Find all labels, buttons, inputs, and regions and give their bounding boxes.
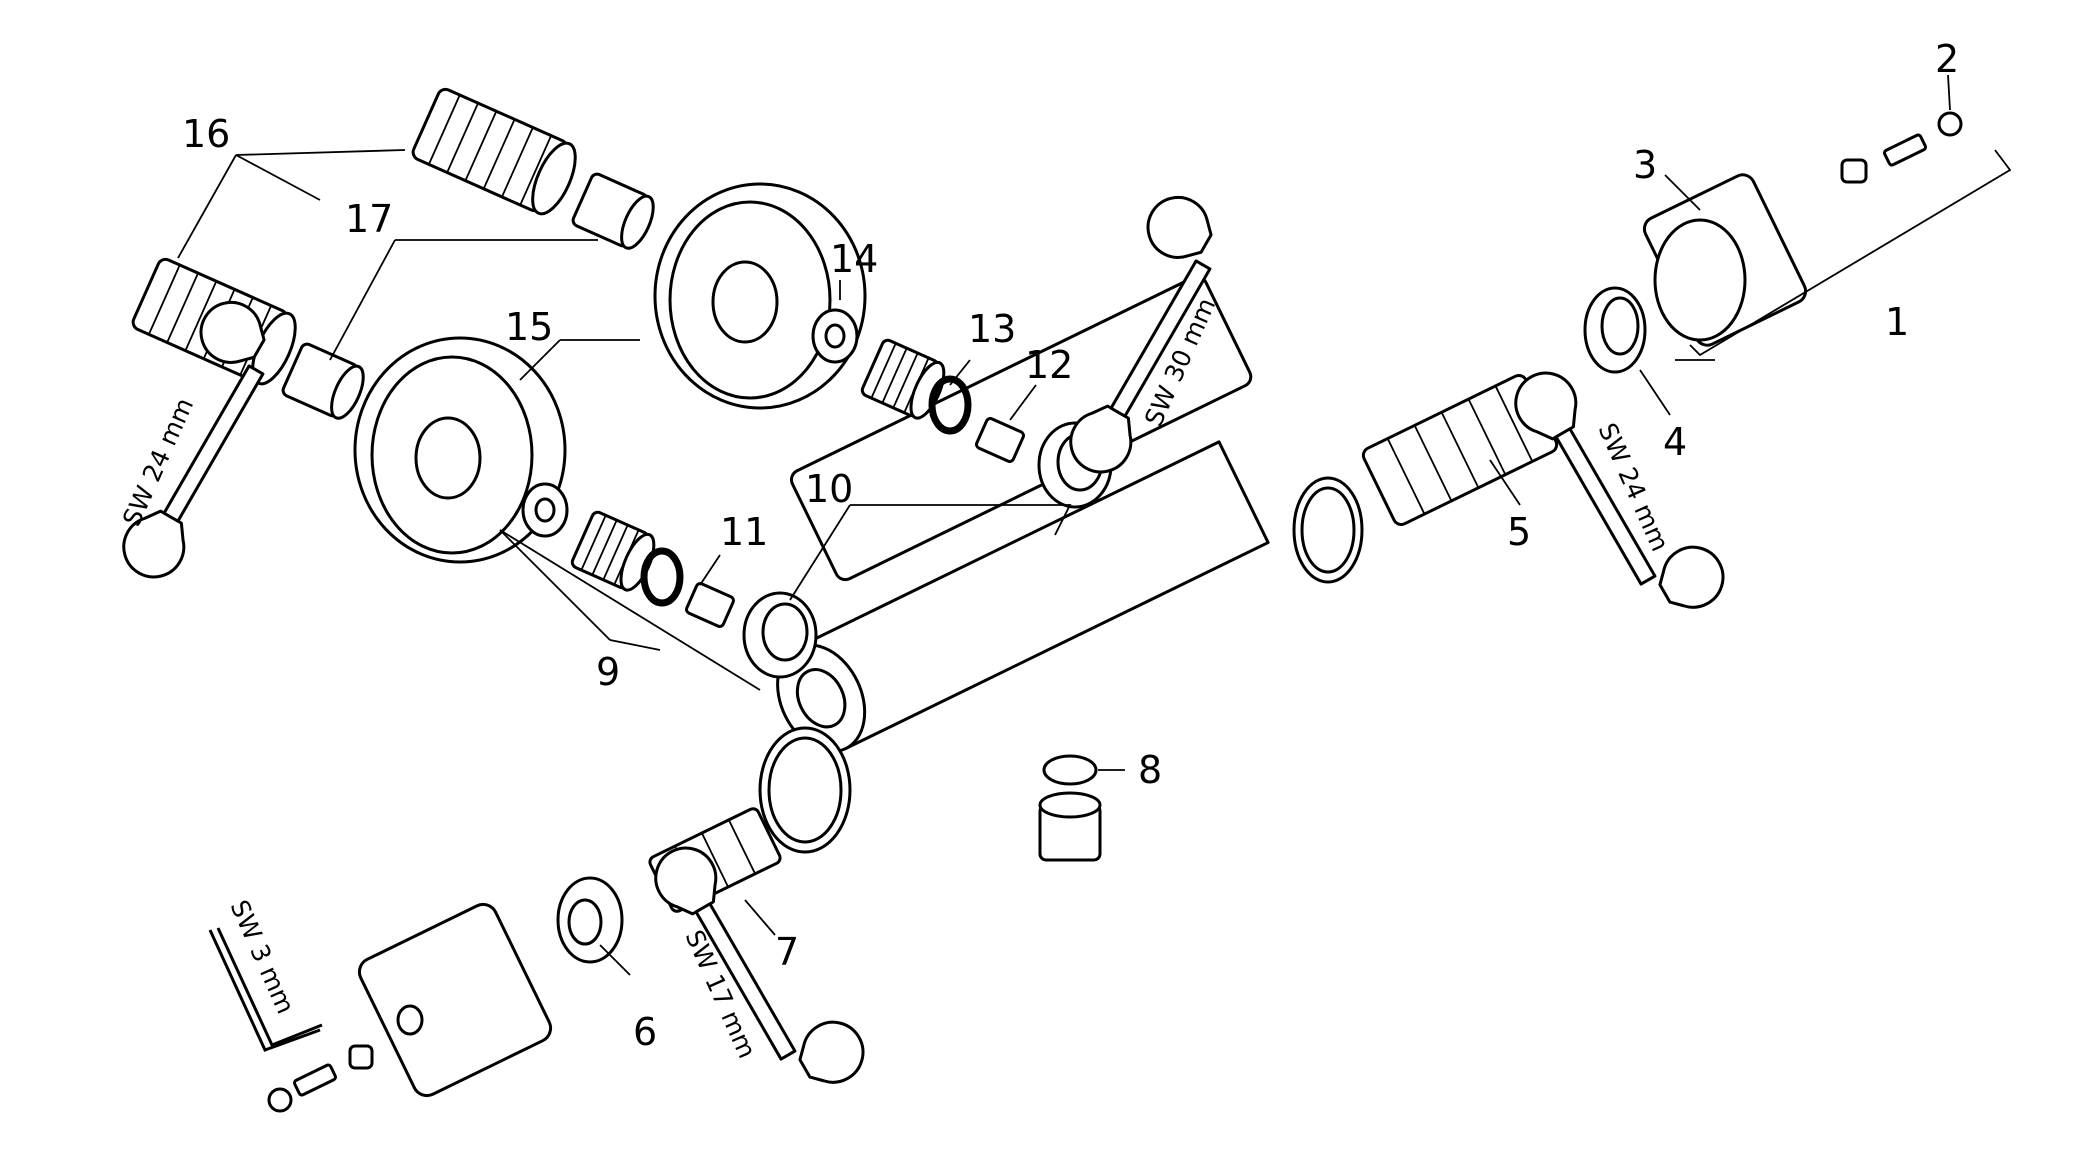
callout-13: 13 <box>968 307 1016 351</box>
callout-2: 2 <box>1935 37 1959 81</box>
thermostat-handle <box>1642 111 2012 361</box>
callout-15: 15 <box>505 305 553 349</box>
callout-8: 8 <box>1138 748 1162 792</box>
adapter-set <box>1038 754 1102 862</box>
tool-label-sw3: SW 3 mm <box>225 896 301 1018</box>
thermostatic-cartridge <box>1292 286 1647 584</box>
callout-7: 7 <box>775 930 799 974</box>
callout-10: 10 <box>805 467 853 511</box>
callout-labels: 1 2 3 4 5 6 7 8 9 10 11 12 13 14 15 16 1… <box>182 37 1959 1054</box>
callout-9: 9 <box>596 650 620 694</box>
callout-4: 4 <box>1663 420 1687 464</box>
callout-14: 14 <box>830 237 878 281</box>
callout-5: 5 <box>1507 510 1531 554</box>
callout-3: 3 <box>1633 143 1657 187</box>
s-union-upper <box>411 87 655 250</box>
escutcheon-lower <box>353 336 567 564</box>
callout-12: 12 <box>1025 343 1073 387</box>
escutcheon-upper <box>653 182 867 410</box>
callout-16: 16 <box>182 112 230 156</box>
callout-6: 6 <box>633 1010 657 1054</box>
callout-11: 11 <box>720 510 768 554</box>
hex-key-icon <box>208 927 323 1052</box>
leader-lines <box>177 74 1951 976</box>
flow-handle <box>267 902 553 1113</box>
callout-1: 1 <box>1885 300 1909 344</box>
callout-17: 17 <box>345 197 393 241</box>
tool-label-sw24-left: SW 24 mm <box>117 393 199 530</box>
inlet-set-lower <box>521 482 818 679</box>
